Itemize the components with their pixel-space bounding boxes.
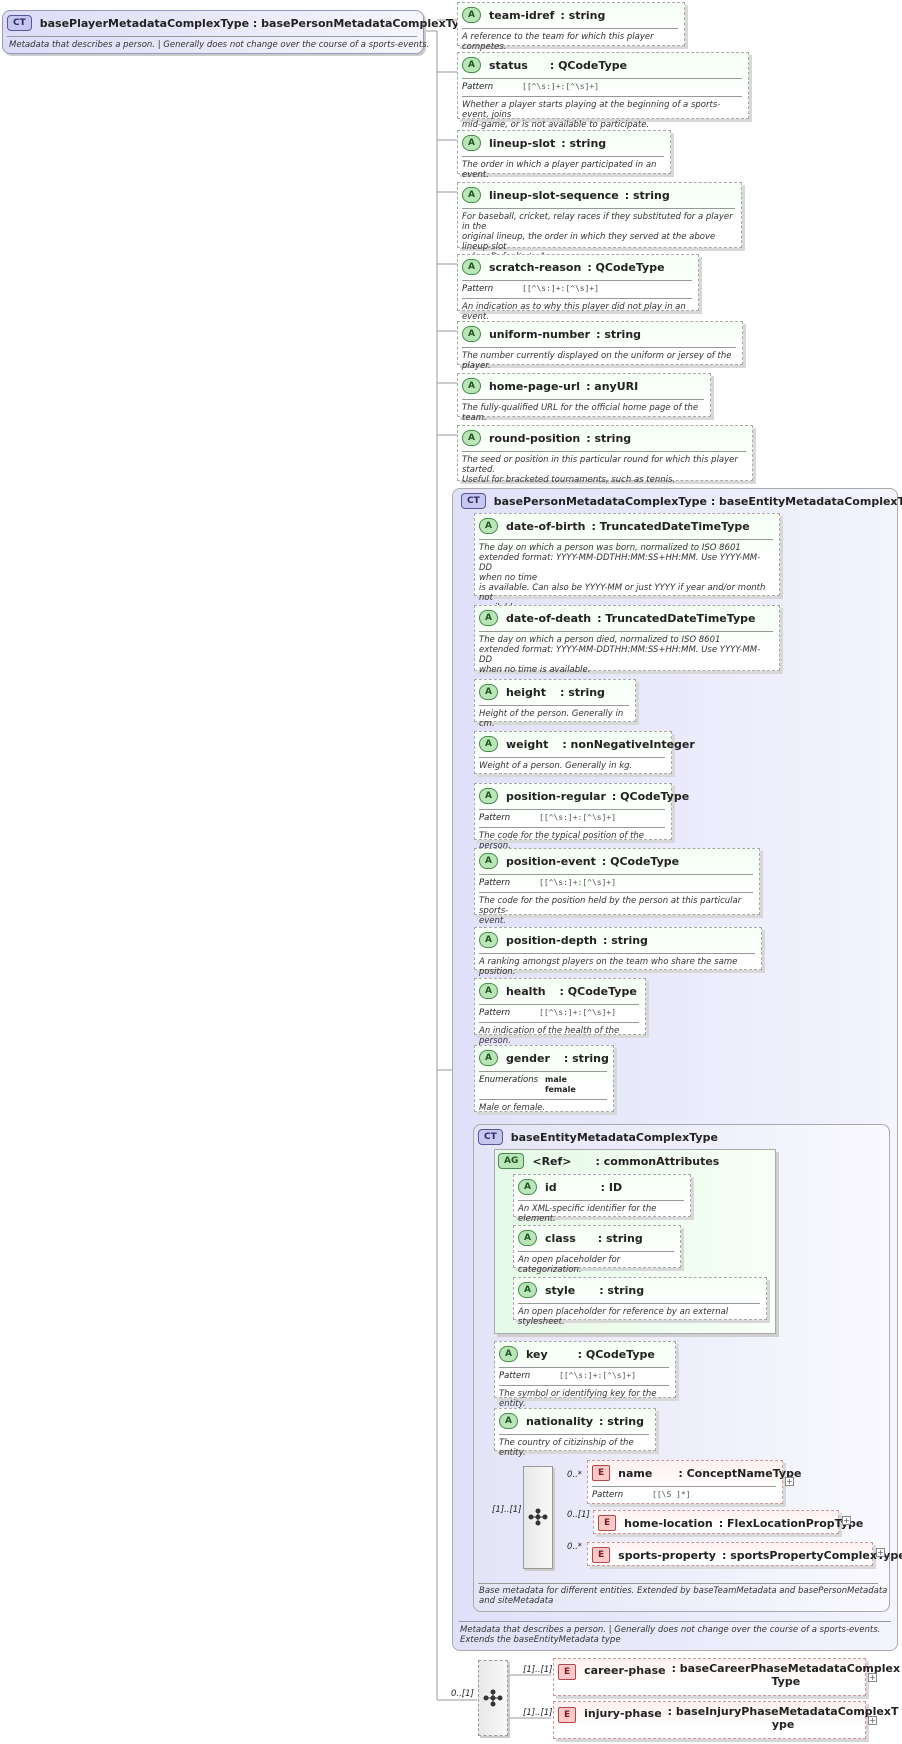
attribute-icon: A xyxy=(518,1230,537,1246)
attribute-icon: A xyxy=(479,983,498,999)
element-injury-phase[interactable]: E injury-phase : baseInjuryPhaseMetadata… xyxy=(553,1701,899,1739)
root-complex-type[interactable]: CT basePlayerMetadataComplexType : baseP… xyxy=(2,10,474,54)
attr-weight[interactable]: A weight: nonNegativeInteger Weight of a… xyxy=(474,731,695,774)
attribute-icon: A xyxy=(462,326,481,342)
expand-sports-property-button[interactable]: + xyxy=(876,1548,885,1557)
element-home-location[interactable]: E home-location: FlexLocationPropType xyxy=(593,1510,863,1534)
attr-nationality[interactable]: A nationality: string The country of cit… xyxy=(494,1408,656,1458)
attribute-icon: A xyxy=(462,259,481,275)
attr-lineup-slot-sequence[interactable]: A lineup-slot-sequence: string For baseb… xyxy=(457,182,742,262)
enum-male: male xyxy=(545,1075,567,1084)
attribute-icon: A xyxy=(518,1179,537,1195)
attribute-group-icon: AG xyxy=(498,1153,525,1169)
attribute-icon: A xyxy=(479,1050,498,1066)
element-icon: E xyxy=(558,1707,577,1723)
complex-type-icon: CT xyxy=(7,15,32,31)
person-doc: Metadata that describes a person. | Gene… xyxy=(460,1625,881,1645)
attribute-icon: A xyxy=(479,788,498,804)
expand-name-button[interactable]: + xyxy=(785,1477,794,1486)
enum-female: female xyxy=(545,1085,576,1094)
person-title: basePersonMetadataComplexType : baseEnti… xyxy=(493,494,902,508)
attribute-icon: A xyxy=(479,932,498,948)
attr-height[interactable]: A height: string Height of the person. G… xyxy=(474,679,636,729)
root-title: basePlayerMetadataComplexType : basePers… xyxy=(39,16,475,30)
attribute-icon: A xyxy=(462,430,481,446)
attr-scratch-reason[interactable]: A scratch-reason: QCodeType Pattern[[^\s… xyxy=(457,254,699,322)
element-career-phase[interactable]: E career-phase : baseCareerPhaseMetadata… xyxy=(553,1658,900,1696)
attr-style[interactable]: A style: string An open placeholder for … xyxy=(513,1277,767,1327)
complex-type-icon: CT xyxy=(478,1129,503,1145)
attribute-icon: A xyxy=(462,7,481,23)
attr-date-of-birth[interactable]: A date-of-birth: TruncatedDateTimeType T… xyxy=(474,513,780,613)
attribute-icon: A xyxy=(499,1346,518,1362)
attr-uniform-number[interactable]: A uniform-number: string The number curr… xyxy=(457,321,743,371)
element-icon: E xyxy=(592,1547,611,1563)
bottom-sequence-compositor[interactable] xyxy=(478,1660,508,1736)
attr-home-page-url[interactable]: A home-page-url: anyURI The fully-qualif… xyxy=(457,373,711,423)
element-name[interactable]: E name: ConceptNameType Pattern[[\S ]*] xyxy=(587,1460,801,1504)
attr-team-idref[interactable]: A team-idref: string A reference to the … xyxy=(457,2,685,52)
element-icon: E xyxy=(592,1465,611,1481)
bottom-sequence-cardinality: 0..[1] xyxy=(451,1689,474,1699)
attr-key[interactable]: A key: QCodeType Pattern[[^\s:]+:[^\s]+]… xyxy=(494,1341,676,1409)
element-sports-property[interactable]: E sports-property: sportsPropertyComplex… xyxy=(587,1542,902,1566)
complex-type-icon: CT xyxy=(461,493,486,509)
attr-position-depth[interactable]: A position-depth: string A ranking among… xyxy=(474,927,762,977)
entity-sequence-cardinality: [1]..[1] xyxy=(492,1505,522,1515)
attr-position-regular[interactable]: A position-regular: QCodeType Pattern[[^… xyxy=(474,783,689,851)
expand-career-phase-button[interactable]: + xyxy=(868,1673,877,1682)
attribute-icon: A xyxy=(479,684,498,700)
attr-lineup-slot[interactable]: A lineup-slot: string The order in which… xyxy=(457,130,671,180)
attribute-icon: A xyxy=(479,610,498,626)
attribute-icon: A xyxy=(518,1282,537,1298)
attr-date-of-death[interactable]: A date-of-death: TruncatedDateTimeType T… xyxy=(474,605,780,675)
attribute-icon: A xyxy=(462,135,481,151)
attribute-icon: A xyxy=(462,57,481,73)
attr-class[interactable]: A class: string An open placeholder for … xyxy=(513,1225,681,1275)
entity-title: baseEntityMetadataComplexType xyxy=(510,1130,718,1144)
attribute-icon: A xyxy=(462,187,481,203)
attribute-icon: A xyxy=(462,378,481,394)
element-icon: E xyxy=(558,1664,577,1680)
attr-id[interactable]: A id: ID An XML-specific identifier for … xyxy=(513,1174,691,1224)
entity-doc: Base metadata for different entities. Ex… xyxy=(479,1586,888,1606)
attribute-icon: A xyxy=(479,736,498,752)
attr-health[interactable]: A health: QCodeType Pattern[[^\s:]+:[^\s… xyxy=(474,978,646,1046)
attr-round-position[interactable]: A round-position: string The seed or pos… xyxy=(457,425,753,485)
expand-home-location-button[interactable]: + xyxy=(842,1516,851,1525)
element-icon: E xyxy=(598,1515,617,1531)
attribute-icon: A xyxy=(479,518,498,534)
attribute-icon: A xyxy=(499,1413,518,1429)
sequence-icon xyxy=(483,1689,503,1707)
expand-injury-phase-button[interactable]: + xyxy=(868,1716,877,1725)
root-doc: Metadata that describes a person. | Gene… xyxy=(9,40,430,50)
attribute-icon: A xyxy=(479,853,498,869)
attr-gender[interactable]: A gender: string Enumerations male femal… xyxy=(474,1045,614,1113)
sequence-icon xyxy=(528,1508,548,1526)
attr-position-event[interactable]: A position-event: QCodeType Pattern[[^\s… xyxy=(474,848,760,926)
attr-status[interactable]: A status: QCodeType Pattern[[^\s:]+:[^\s… xyxy=(457,52,749,130)
entity-sequence-compositor[interactable] xyxy=(523,1466,553,1569)
